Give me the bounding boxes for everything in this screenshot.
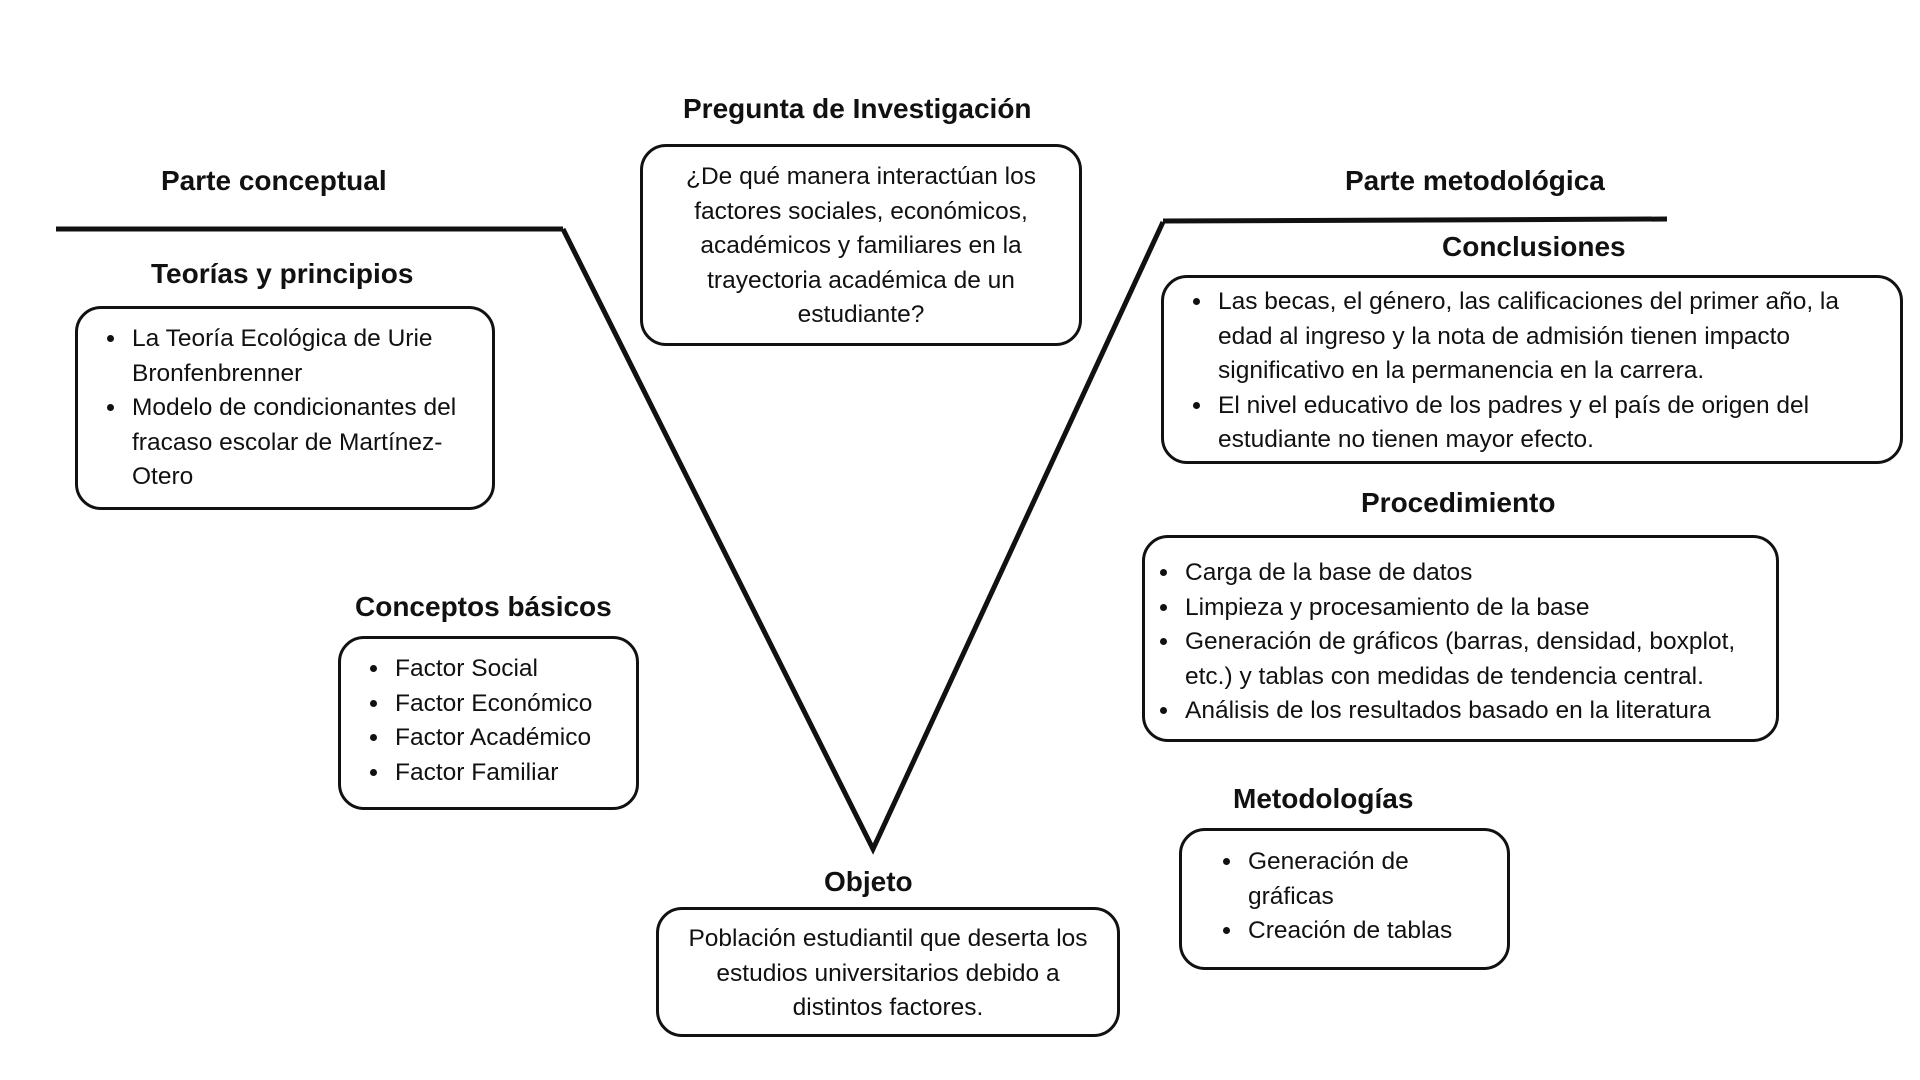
methodologies-list: Generación de gráficas Creación de tabla…	[1202, 845, 1495, 949]
procedure-box: Carga de la base de datos Limpieza y pro…	[1142, 535, 1779, 742]
list-item: Modelo de condicionantes del fracaso esc…	[128, 391, 482, 495]
conclusions-box: Las becas, el género, las calificaciones…	[1161, 275, 1903, 464]
conclusions-list: Las becas, el género, las calificaciones…	[1172, 285, 1888, 458]
list-item: El nivel educativo de los padres y el pa…	[1214, 389, 1888, 458]
list-item: La Teoría Ecológica de Urie Bronfenbrenn…	[128, 322, 482, 391]
list-item: Factor Familiar	[391, 756, 626, 791]
conceptual-part-heading: Parte conceptual	[161, 165, 387, 196]
v-shape-line	[560, 220, 1166, 855]
theories-box: La Teoría Ecológica de Urie Bronfenbrenn…	[75, 306, 495, 510]
methodological-part-heading: Parte metodológica	[1345, 165, 1605, 196]
list-item: Limpieza y procesamiento de la base	[1181, 591, 1764, 626]
theories-list: La Teoría Ecológica de Urie Bronfenbrenn…	[86, 322, 482, 495]
list-item: Carga de la base de datos	[1181, 556, 1764, 591]
list-item: Generación de gráficas	[1244, 845, 1495, 914]
conclusions-title: Conclusiones	[1442, 231, 1626, 262]
research-question-title: Pregunta de Investigación	[683, 93, 1032, 124]
research-question-text: ¿De qué manera interactúan los factores …	[686, 163, 1036, 328]
list-item: Las becas, el género, las calificaciones…	[1214, 285, 1888, 389]
object-box: Población estudiantil que deserta los es…	[656, 907, 1120, 1037]
concepts-list: Factor Social Factor Económico Factor Ac…	[349, 652, 626, 790]
list-item: Análisis de los resultados basado en la …	[1181, 694, 1764, 729]
list-item: Factor Social	[391, 652, 626, 687]
theories-title: Teorías y principios	[151, 258, 414, 289]
procedure-title: Procedimiento	[1361, 487, 1556, 518]
list-item: Generación de gráficos (barras, densidad…	[1181, 625, 1764, 694]
concepts-box: Factor Social Factor Económico Factor Ac…	[338, 636, 639, 810]
object-text: Población estudiantil que deserta los es…	[688, 925, 1088, 1021]
list-item: Factor Académico	[391, 721, 626, 756]
list-item: Creación de tablas	[1244, 914, 1495, 949]
procedure-list: Carga de la base de datos Limpieza y pro…	[1145, 556, 1764, 729]
methodologies-box: Generación de gráficas Creación de tabla…	[1179, 828, 1510, 970]
methodologies-title: Metodologías	[1233, 783, 1414, 814]
object-title: Objeto	[824, 866, 913, 897]
research-question-box: ¿De qué manera interactúan los factores …	[640, 144, 1082, 346]
list-item: Factor Económico	[391, 687, 626, 722]
concepts-title: Conceptos básicos	[355, 591, 612, 622]
methodological-horizontal-line	[1162, 216, 1668, 224]
